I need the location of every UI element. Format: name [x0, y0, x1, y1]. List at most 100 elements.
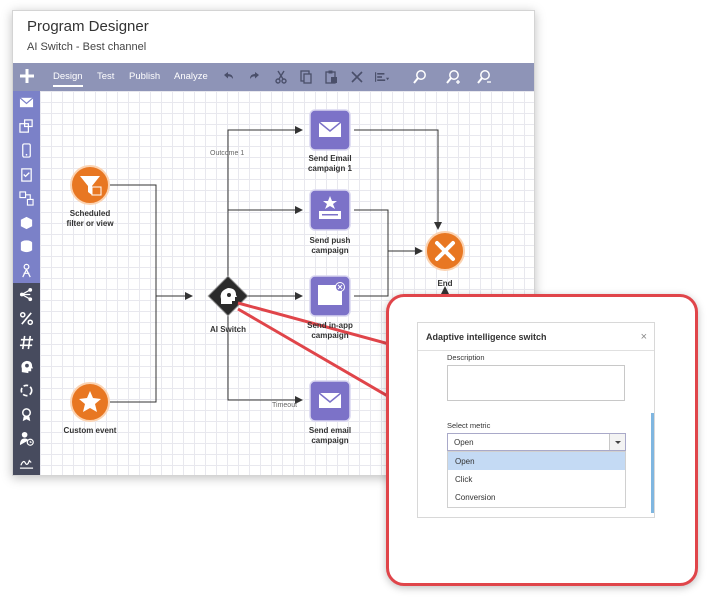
- callout-pointer: [237, 301, 411, 411]
- percent-icon: [19, 311, 34, 326]
- palette-person-clock[interactable]: [13, 427, 40, 451]
- close-icon[interactable]: ×: [640, 331, 647, 343]
- description-field[interactable]: [447, 365, 625, 401]
- database-icon: [20, 240, 33, 253]
- option-open[interactable]: Open: [448, 452, 625, 470]
- node-send-inapp[interactable]: [309, 275, 351, 317]
- tab-test[interactable]: Test: [97, 71, 115, 82]
- end-x-icon: [435, 241, 455, 261]
- cut-icon[interactable]: [273, 69, 289, 85]
- redo-icon[interactable]: [247, 69, 263, 85]
- program-designer-window: Program Designer AI Switch - Best channe…: [12, 10, 535, 476]
- edge-inapp-to-end: [354, 251, 389, 297]
- tab-analyze[interactable]: Analyze: [174, 71, 208, 82]
- node-send-email-1[interactable]: [309, 109, 351, 151]
- node-end[interactable]: [425, 231, 465, 271]
- zoom-out-icon[interactable]: [476, 69, 492, 85]
- node-send-email-timeout[interactable]: [309, 380, 351, 422]
- envelope-icon-2: [318, 392, 342, 403]
- zoom-fit-icon[interactable]: [412, 69, 428, 85]
- undo-icon[interactable]: [220, 69, 236, 85]
- palette-loop[interactable]: [13, 379, 40, 403]
- star-icon: [79, 391, 101, 412]
- align-icon[interactable]: [374, 69, 390, 85]
- palette-segment[interactable]: [13, 211, 40, 235]
- palette-mobile[interactable]: [13, 139, 40, 163]
- palette-split[interactable]: [13, 283, 40, 307]
- add-icon[interactable]: [16, 65, 38, 87]
- adaptive-intelligence-dialog: Adaptive intelligence switch × Descripti…: [417, 322, 655, 518]
- palette-multi-channel[interactable]: [13, 115, 40, 139]
- palette-hash[interactable]: [13, 331, 40, 355]
- mobile-icon: [22, 143, 31, 158]
- node-send-push[interactable]: [309, 189, 351, 231]
- dialog-header: Adaptive intelligence switch ×: [418, 323, 654, 351]
- envelope-icon: [318, 121, 342, 132]
- edge-scheduled-to-switch: [110, 184, 193, 300]
- palette-ai[interactable]: [13, 355, 40, 379]
- label-scheduled: Scheduled filter or view: [66, 209, 114, 228]
- designer-toolbar: Design Test Publish Analyze: [13, 63, 534, 91]
- paste-icon[interactable]: [323, 69, 339, 85]
- tab-design[interactable]: Design: [53, 71, 83, 87]
- split-icon: [19, 287, 33, 302]
- email-icon: [19, 97, 34, 108]
- checklist-icon: [21, 168, 32, 182]
- option-conversion[interactable]: Conversion: [455, 493, 496, 502]
- metric-select[interactable]: Open: [447, 433, 626, 451]
- flow-diagram: [70, 109, 465, 422]
- copy-icon[interactable]: [298, 69, 314, 85]
- hash-icon: [19, 335, 34, 350]
- palette-email[interactable]: [13, 91, 40, 115]
- label-outcome-1: Outcome 1: [210, 150, 245, 157]
- person-clock-icon: [19, 431, 34, 446]
- zoom-in-icon[interactable]: [445, 69, 461, 85]
- edge-custom-to-switch: [110, 296, 157, 403]
- edge-email1-to-end: [354, 129, 442, 230]
- label-end: End: [437, 279, 453, 288]
- edge-push-to-end: [354, 209, 423, 255]
- loop-icon: [20, 384, 33, 397]
- page-title: Program Designer: [27, 18, 149, 35]
- metric-options: Open Click Conversion: [447, 451, 626, 508]
- edge-switch-to-email1: [227, 126, 303, 276]
- tab-publish[interactable]: Publish: [129, 71, 161, 82]
- palette-decision[interactable]: [13, 187, 40, 211]
- dialog-title: Adaptive intelligence switch: [426, 332, 547, 342]
- segment-icon: [20, 216, 33, 230]
- node-custom-event[interactable]: [70, 382, 110, 422]
- settings-head-icon: [21, 360, 34, 374]
- palette-award[interactable]: [13, 403, 40, 427]
- label-timeout: Timeout: [272, 402, 298, 409]
- label-ai-switch: AI Switch: [209, 325, 246, 334]
- label-custom-event: Custom event: [63, 426, 117, 435]
- palette-checklist[interactable]: [13, 163, 40, 187]
- palette-percent[interactable]: [13, 307, 40, 331]
- metric-selected-value: Open: [454, 438, 474, 447]
- node-ai-switch[interactable]: [207, 275, 249, 317]
- node-scheduled-filter[interactable]: [70, 165, 110, 205]
- decision-icon: [19, 191, 34, 206]
- palette-contact[interactable]: [13, 259, 40, 283]
- metric-label: Select metric: [447, 421, 491, 430]
- palette-database[interactable]: [13, 235, 40, 259]
- label-send-email-timeout: Send email campaign: [308, 426, 352, 445]
- delete-icon[interactable]: [349, 69, 365, 85]
- program-subtitle: AI Switch - Best channel: [27, 41, 147, 53]
- label-send-push: Send push campaign: [309, 236, 351, 255]
- label-send-inapp: Send in-app campaign: [307, 321, 353, 340]
- push-star-icon: [323, 196, 337, 209]
- funnel-icon: [80, 176, 100, 195]
- contact-icon: [22, 263, 31, 278]
- app-header: Program Designer AI Switch - Best channe…: [13, 11, 534, 63]
- dialog-scrollbar[interactable]: [651, 413, 654, 513]
- signature-icon: [19, 459, 34, 469]
- chevron-down-icon[interactable]: [609, 434, 625, 450]
- description-label: Description: [447, 353, 485, 362]
- node-palette: [13, 91, 40, 475]
- palette-signature[interactable]: [13, 451, 40, 475]
- award-icon: [22, 408, 31, 422]
- label-send-email-1: Send Email campaign 1: [307, 154, 352, 173]
- edge-switch-to-timeout: [227, 316, 303, 404]
- option-click[interactable]: Click: [455, 475, 473, 484]
